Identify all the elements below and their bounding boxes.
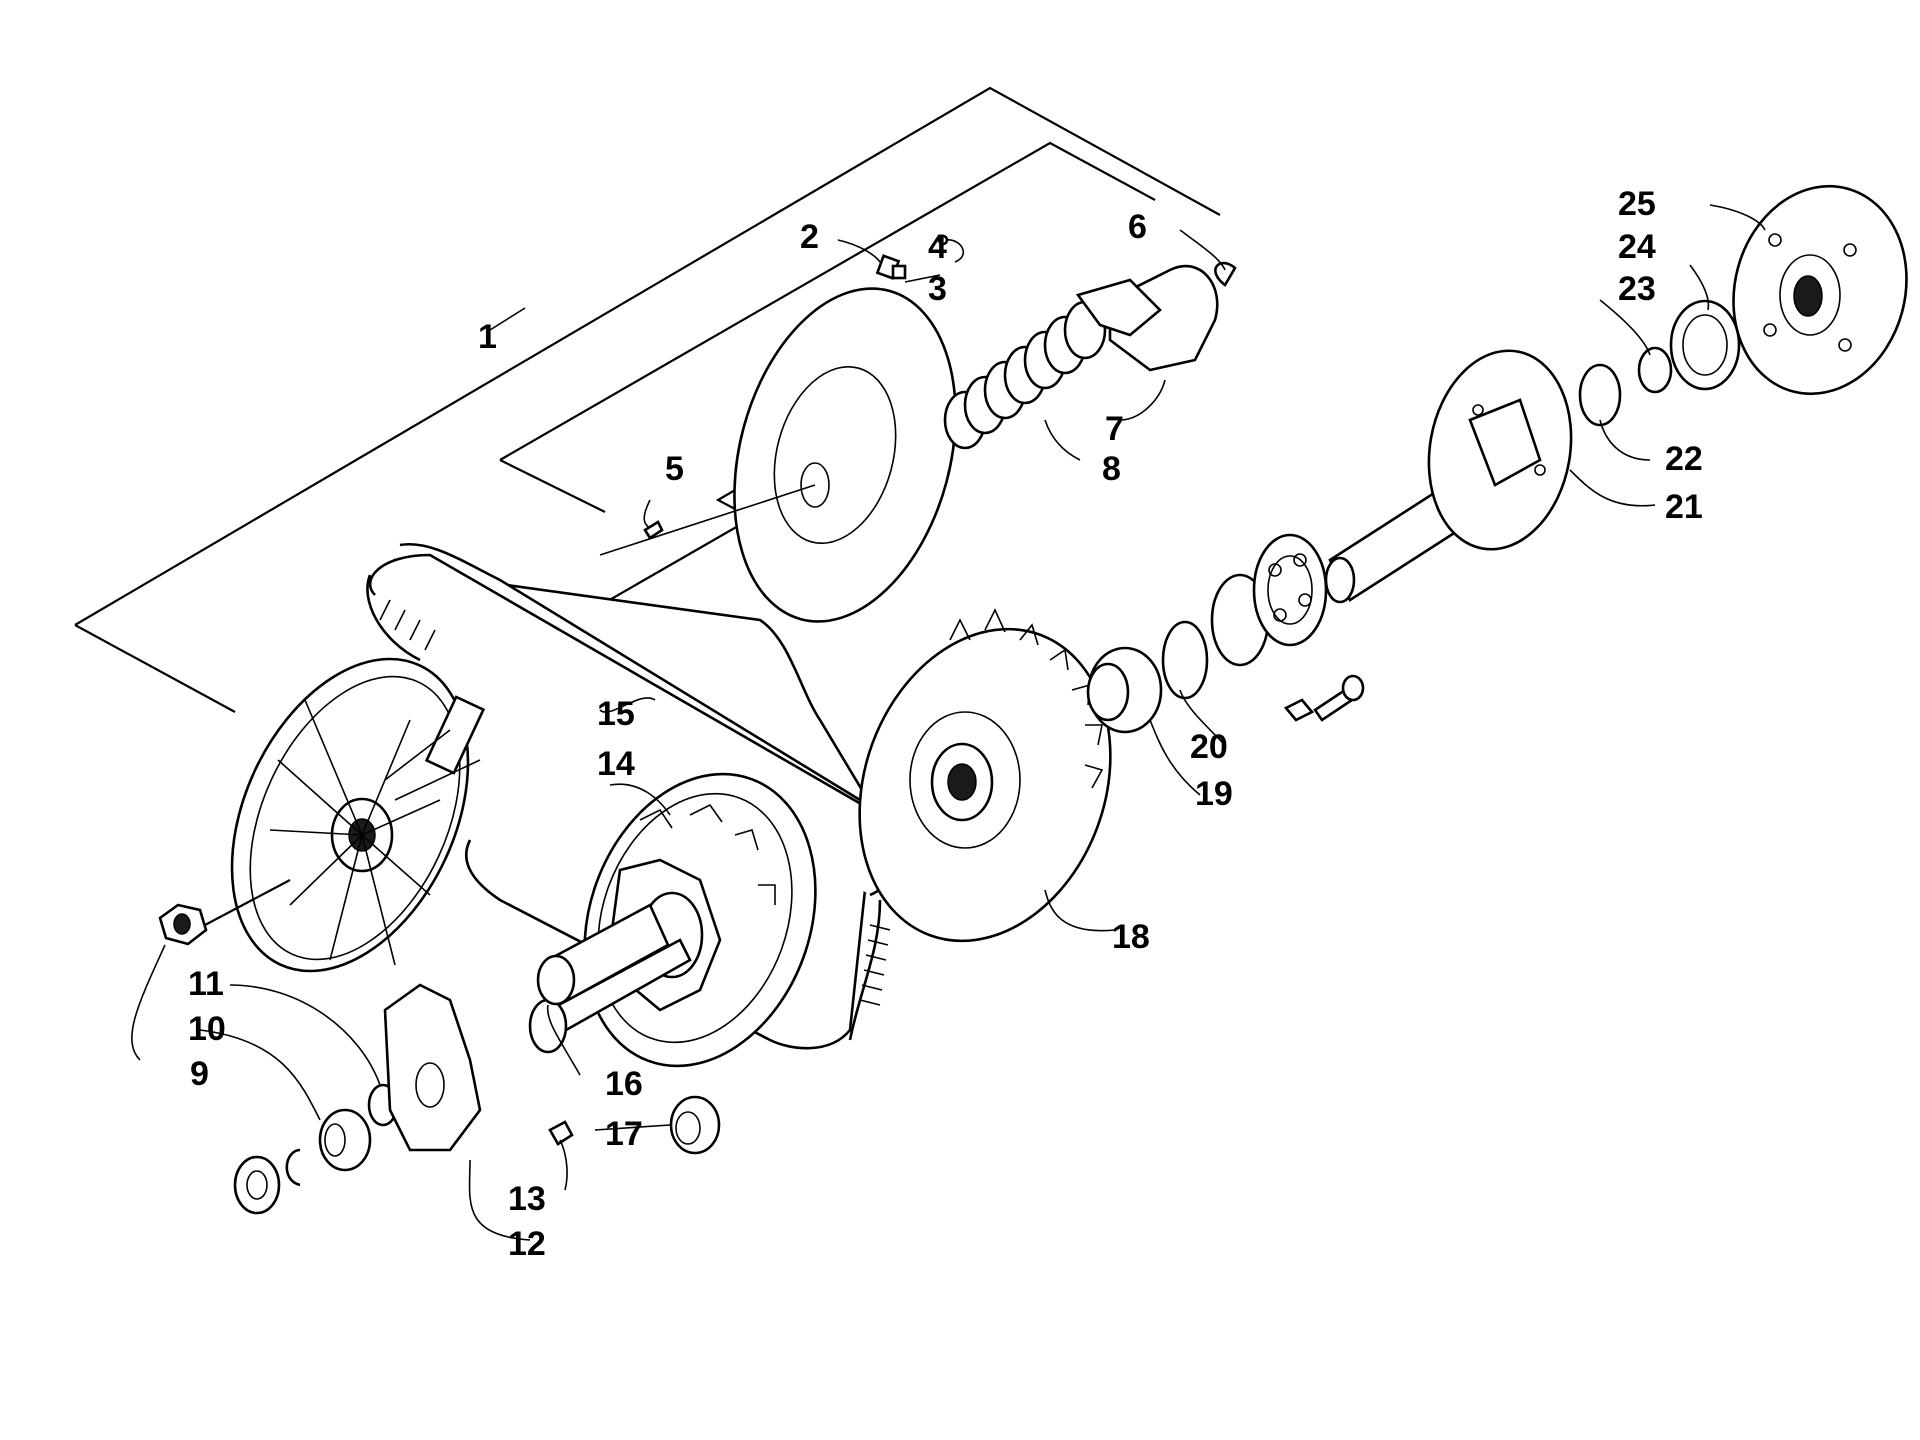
spacer-19 xyxy=(1086,620,1209,734)
label-10: 10 xyxy=(188,1010,226,1048)
label-6: 6 xyxy=(1128,208,1147,246)
label-21: 21 xyxy=(1665,488,1703,526)
label-1: 1 xyxy=(478,318,497,356)
small-parts-top xyxy=(643,234,1237,540)
movable-sheave xyxy=(599,287,957,623)
bearings-center xyxy=(1210,533,1328,667)
label-9: 9 xyxy=(190,1055,209,1093)
spring-8 xyxy=(943,300,1107,450)
leader-lines xyxy=(131,204,1766,1241)
cam-spider-7 xyxy=(1075,264,1219,372)
label-25: 25 xyxy=(1618,185,1656,223)
label-16: 16 xyxy=(605,1065,643,1103)
label-13: 13 xyxy=(508,1180,546,1218)
label-4: 4 xyxy=(928,228,947,266)
label-20: 20 xyxy=(1190,728,1228,766)
label-7: 7 xyxy=(1105,410,1124,448)
callout-labels: 1 2 3 4 5 6 7 8 9 10 11 12 13 14 15 16 1… xyxy=(188,185,1703,1263)
label-17: 17 xyxy=(605,1115,643,1153)
label-22: 22 xyxy=(1665,440,1703,478)
label-14: 14 xyxy=(597,745,635,783)
nut-9 xyxy=(158,879,291,946)
label-11: 11 xyxy=(188,965,224,1003)
stationary-sheave xyxy=(858,608,1112,943)
label-5: 5 xyxy=(665,450,684,488)
label-23: 23 xyxy=(1618,270,1656,308)
bolt xyxy=(1283,674,1365,722)
label-3: 3 xyxy=(928,270,947,308)
small-parts-bottom xyxy=(233,983,721,1215)
label-18: 18 xyxy=(1112,918,1150,956)
label-15: 15 xyxy=(597,695,635,733)
drive-clutch xyxy=(528,772,817,1068)
label-8: 8 xyxy=(1102,450,1121,488)
shaft-16 xyxy=(536,903,670,1006)
clutch-drum-21 xyxy=(1324,349,1573,604)
label-12: 12 xyxy=(508,1225,546,1263)
label-2: 2 xyxy=(800,218,819,256)
secondary-sheave xyxy=(230,657,486,973)
clutch-parts-right xyxy=(1578,184,1908,427)
label-19: 19 xyxy=(1195,775,1233,813)
label-24: 24 xyxy=(1618,228,1656,266)
